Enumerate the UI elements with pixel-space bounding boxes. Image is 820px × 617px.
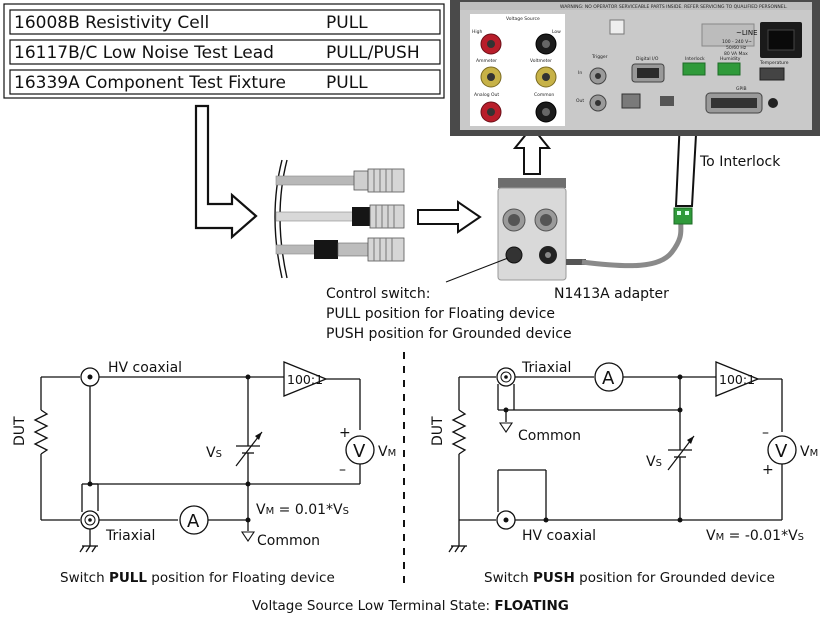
left-circuit: HV coaxial 100:1 V + – VM VS Triaxial [12,360,396,552]
panel-low-label: Low [552,29,561,35]
panel-analog-out-label: Analog Out [474,92,499,98]
right-vm-equation: VM = -0.01*VS [706,528,804,544]
right-common-label: Common [518,428,581,444]
left-vm-minus: – [339,462,346,478]
left-triaxial-label: Triaxial [105,528,155,544]
right-vm-plus: + [762,462,774,478]
left-caption: Switch PULL position for Floating device [60,570,335,586]
control-switch-label: PULL position for Floating device [326,306,555,322]
table-row-model: 16117B/C Low Noise Test Lead [14,43,274,63]
right-vs-label: VS [646,454,662,470]
table-row-model: 16339A Component Test Fixture [14,73,286,93]
cable-bundle [275,160,404,278]
left-vm-equation: VM = 0.01*VS [256,502,349,518]
interlock-plug [674,208,692,224]
instrument-rear-panel: WARNING: NO OPERATOR SERVICEABLE PARTS I… [450,0,820,136]
right-dut-label: DUT [430,416,446,446]
table-row-position: PULL [326,13,368,33]
panel-gpib-label: GPIB [736,86,747,92]
right-vm-label: VM [800,444,818,460]
control-switch-label: Control switch: [326,286,430,302]
n1413a-adapter [498,178,586,280]
panel-interlock-label: Interlock [685,56,705,62]
panel-voltmeter-label: Voltmeter [530,58,552,64]
table-row-position: PULL [326,73,368,93]
flow-arrow-cables-to-adapter [418,202,480,232]
table-row-position: PULL/PUSH [326,43,420,63]
panel-digital-io-label: Digital I/O [636,56,659,62]
right-amp-gain: 100:1 [719,372,755,387]
table-row-model: 16008B Resistivity Cell [14,13,209,33]
left-dut-label: DUT [12,416,28,446]
left-hv-coaxial-label: HV coaxial [108,360,182,376]
right-triaxial-label: Triaxial [521,360,571,376]
panel-power-rating: 100 - 240 V~ [722,39,752,45]
panel-power-rating: 50/60 Hz [726,45,747,51]
panel-temperature-label: Temperature [759,60,789,66]
panel-warning: WARNING: NO OPERATOR SERVICEABLE PARTS I… [560,4,788,10]
to-interlock-label: To Interlock [699,154,781,170]
footer-caption: Voltage Source Low Terminal State: FLOAT… [252,598,569,614]
panel-common-label: Common [534,92,554,98]
right-ammeter-symbol: A [602,368,615,389]
left-vm-plus: + [339,425,351,441]
interlock-cable [582,222,681,266]
control-switch-label: PUSH position for Grounded device [326,326,572,342]
adapter-label: N1413A adapter [554,286,669,302]
left-ammeter-symbol: A [187,511,200,532]
panel-ammeter-label: Ammeter [476,58,497,64]
right-caption: Switch PUSH position for Grounded device [484,570,775,586]
left-voltmeter-symbol: V [353,441,366,462]
left-common-label: Common [257,533,320,549]
panel-high-label: High [472,29,482,35]
right-vm-minus: – [762,425,769,441]
panel-trigger-in-label: In [578,70,582,76]
right-hv-coaxial-label: HV coaxial [522,528,596,544]
panel-power-rating: 80 VA Max [724,51,748,57]
left-amp-gain: 100:1 [287,372,323,387]
right-voltmeter-symbol: V [775,441,788,462]
fixture-table: 16008B Resistivity Cell PULL 16117B/C Lo… [4,4,444,98]
left-vs-label: VS [206,445,222,461]
panel-voltage-source-label: Voltage Source [506,16,540,22]
right-circuit: Triaxial A 100:1 V – + VM Common VS [430,360,818,552]
panel-trigger-out-label: Out [576,98,584,104]
panel-trigger-label: Trigger [591,54,608,60]
flow-arrow-table-to-cables [196,106,256,237]
panel-line-label: ~LINE [736,29,758,37]
left-vm-label: VM [378,444,396,460]
